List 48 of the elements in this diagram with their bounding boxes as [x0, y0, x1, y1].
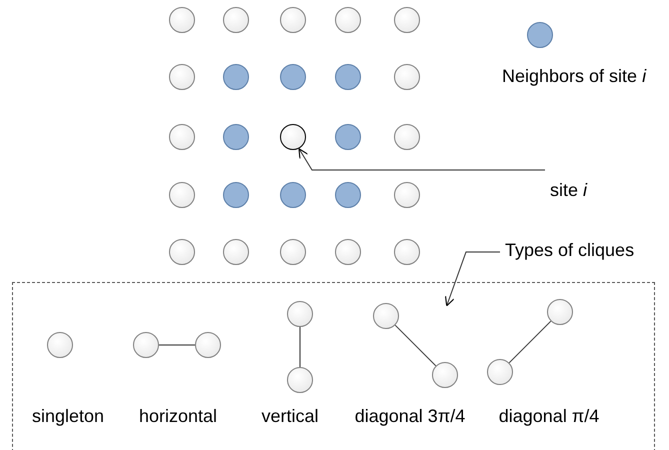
neighbor-site-circle: [280, 182, 306, 208]
clique-caption: vertical: [262, 406, 318, 427]
site-circle: [223, 239, 249, 265]
site-circle: [133, 332, 159, 358]
dashed-frame: [12, 282, 655, 450]
neighbor-site-circle: [335, 124, 361, 150]
site-circle: [287, 367, 313, 393]
site-circle: [335, 239, 361, 265]
clique-link: [158, 344, 196, 346]
neighbor-site-circle: [223, 64, 249, 90]
site-circle: [487, 359, 513, 385]
leader-arrow: [444, 252, 500, 306]
site-circle: [47, 332, 73, 358]
site-circle: [394, 182, 420, 208]
neighbor-site-circle: [223, 182, 249, 208]
site-circle: [169, 124, 195, 150]
site-circle: [169, 182, 195, 208]
clique-caption: horizontal: [138, 406, 218, 427]
clique-link: [508, 320, 552, 364]
site-circle: [432, 362, 458, 388]
site-circle: [169, 64, 195, 90]
neighbor-site-circle: [223, 124, 249, 150]
callout-text: site i: [550, 180, 588, 201]
neighbor-site-circle: [335, 182, 361, 208]
site-circle: [394, 239, 420, 265]
site-circle: [195, 332, 221, 358]
site-circle: [280, 239, 306, 265]
site-circle: [394, 7, 420, 33]
site-circle: [169, 7, 195, 33]
site-circle: [373, 303, 399, 329]
site-circle: [287, 301, 313, 327]
neighbor-site-circle: [335, 64, 361, 90]
leader-arrow: [298, 148, 546, 170]
site-circle: [335, 7, 361, 33]
site-circle: [169, 239, 195, 265]
site-circle: [547, 299, 573, 325]
legend-text: Neighbors of site i: [502, 66, 646, 87]
site-circle: [394, 64, 420, 90]
clique-caption: singleton: [32, 406, 104, 427]
clique-link: [394, 324, 436, 366]
site-circle: [394, 124, 420, 150]
clique-caption: diagonal 3π/4: [354, 406, 466, 427]
center-site-circle: [280, 124, 306, 150]
callout-text: Types of cliques: [505, 240, 634, 261]
clique-caption: diagonal π/4: [498, 406, 600, 427]
site-circle: [223, 7, 249, 33]
site-circle: [280, 7, 306, 33]
neighbor-site-circle: [280, 64, 306, 90]
